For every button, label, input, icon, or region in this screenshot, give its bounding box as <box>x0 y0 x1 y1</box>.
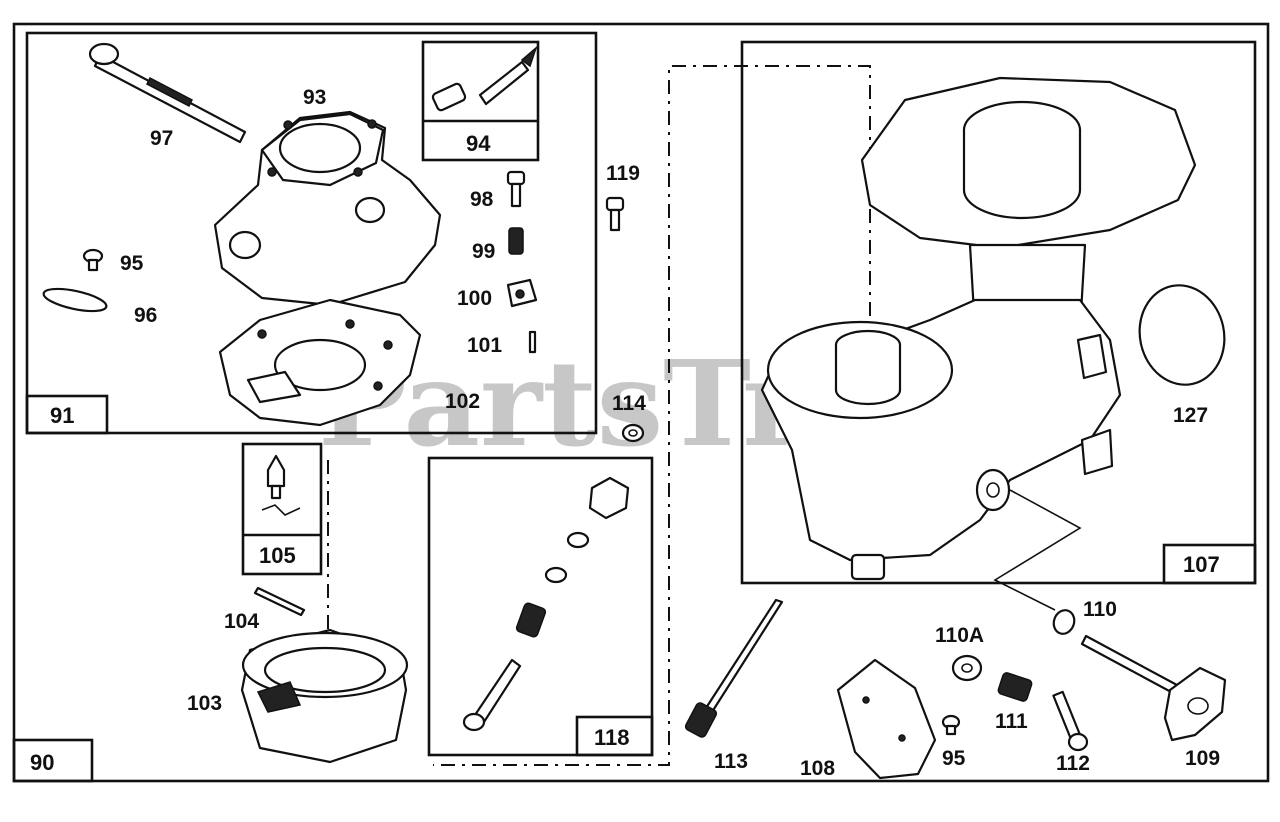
part-97-rod <box>88 42 247 144</box>
callout-109: 109 <box>1185 747 1220 770</box>
callout-91: 91 <box>50 403 74 428</box>
part-112-screw <box>1052 690 1089 752</box>
part-107-carburetor-body <box>760 76 1197 581</box>
frame-118 <box>427 456 654 757</box>
frame-91-label-box <box>25 394 109 435</box>
part-100-clip <box>506 278 538 308</box>
part-119-screw <box>605 196 625 232</box>
callout-100: 100 <box>457 287 492 310</box>
part-95-screw-upper <box>82 248 104 272</box>
callout-110a: 110A <box>935 624 984 647</box>
callout-97: 97 <box>150 127 173 150</box>
frame-94 <box>421 40 540 162</box>
callout-93: 93 <box>303 86 326 109</box>
callout-102: 102 <box>445 390 480 413</box>
part-114-washer <box>621 423 645 443</box>
callout-119: 119 <box>606 162 640 185</box>
frame-91 <box>25 31 598 435</box>
callout-98: 98 <box>470 188 494 211</box>
callout-96: 96 <box>134 304 157 327</box>
callout-90: 90 <box>30 750 54 775</box>
callout-110: 110 <box>1083 598 1117 621</box>
part-118-adjust-kit <box>462 476 630 732</box>
part-110-washer <box>1052 609 1076 635</box>
callout-113: 113 <box>714 750 748 773</box>
frame-90-label-box <box>12 738 94 783</box>
part-113-needle-valve <box>684 598 784 738</box>
part-101-pin <box>528 330 537 354</box>
part-98-screw <box>506 170 526 208</box>
frame-107-label-box <box>1162 543 1257 585</box>
part-109-throttle-shaft <box>1080 634 1227 742</box>
callout-103: 103 <box>187 692 222 715</box>
part-94-needle-spring <box>431 45 538 112</box>
part-96-washer <box>42 287 108 313</box>
callout-101: 101 <box>467 334 502 357</box>
frame-105 <box>241 442 323 576</box>
callout-95-lower: 95 <box>942 747 966 770</box>
part-103-float-bowl <box>240 628 409 764</box>
part-108-plate <box>836 658 937 780</box>
callout-112: 112 <box>1056 752 1090 775</box>
callout-111: 111 <box>995 710 1028 733</box>
callout-95-upper: 95 <box>120 252 144 275</box>
callout-94: 94 <box>466 131 491 156</box>
part-111-spring <box>997 672 1033 702</box>
part-104-pin <box>253 586 306 617</box>
callout-107: 107 <box>1183 552 1220 577</box>
callout-118: 118 <box>594 725 630 750</box>
callout-108: 108 <box>800 757 835 780</box>
callout-99: 99 <box>472 240 495 263</box>
frame-118-label-box <box>575 715 654 757</box>
part-99-spring <box>508 227 524 255</box>
part-110a-washer <box>951 654 983 682</box>
leader-110 <box>993 489 1082 611</box>
frame-90 <box>12 22 1270 783</box>
part-127-diaphragm <box>1138 284 1226 386</box>
part-95-screw-lower <box>941 714 961 736</box>
callout-104: 104 <box>224 610 259 633</box>
callout-105: 105 <box>259 543 296 568</box>
part-102-gasket <box>218 298 422 427</box>
callout-114: 114 <box>612 392 646 415</box>
part-93-upper-body <box>213 110 442 307</box>
callout-127: 127 <box>1173 404 1208 427</box>
frame-107 <box>740 40 1257 585</box>
part-105-inlet-needle <box>261 454 301 516</box>
